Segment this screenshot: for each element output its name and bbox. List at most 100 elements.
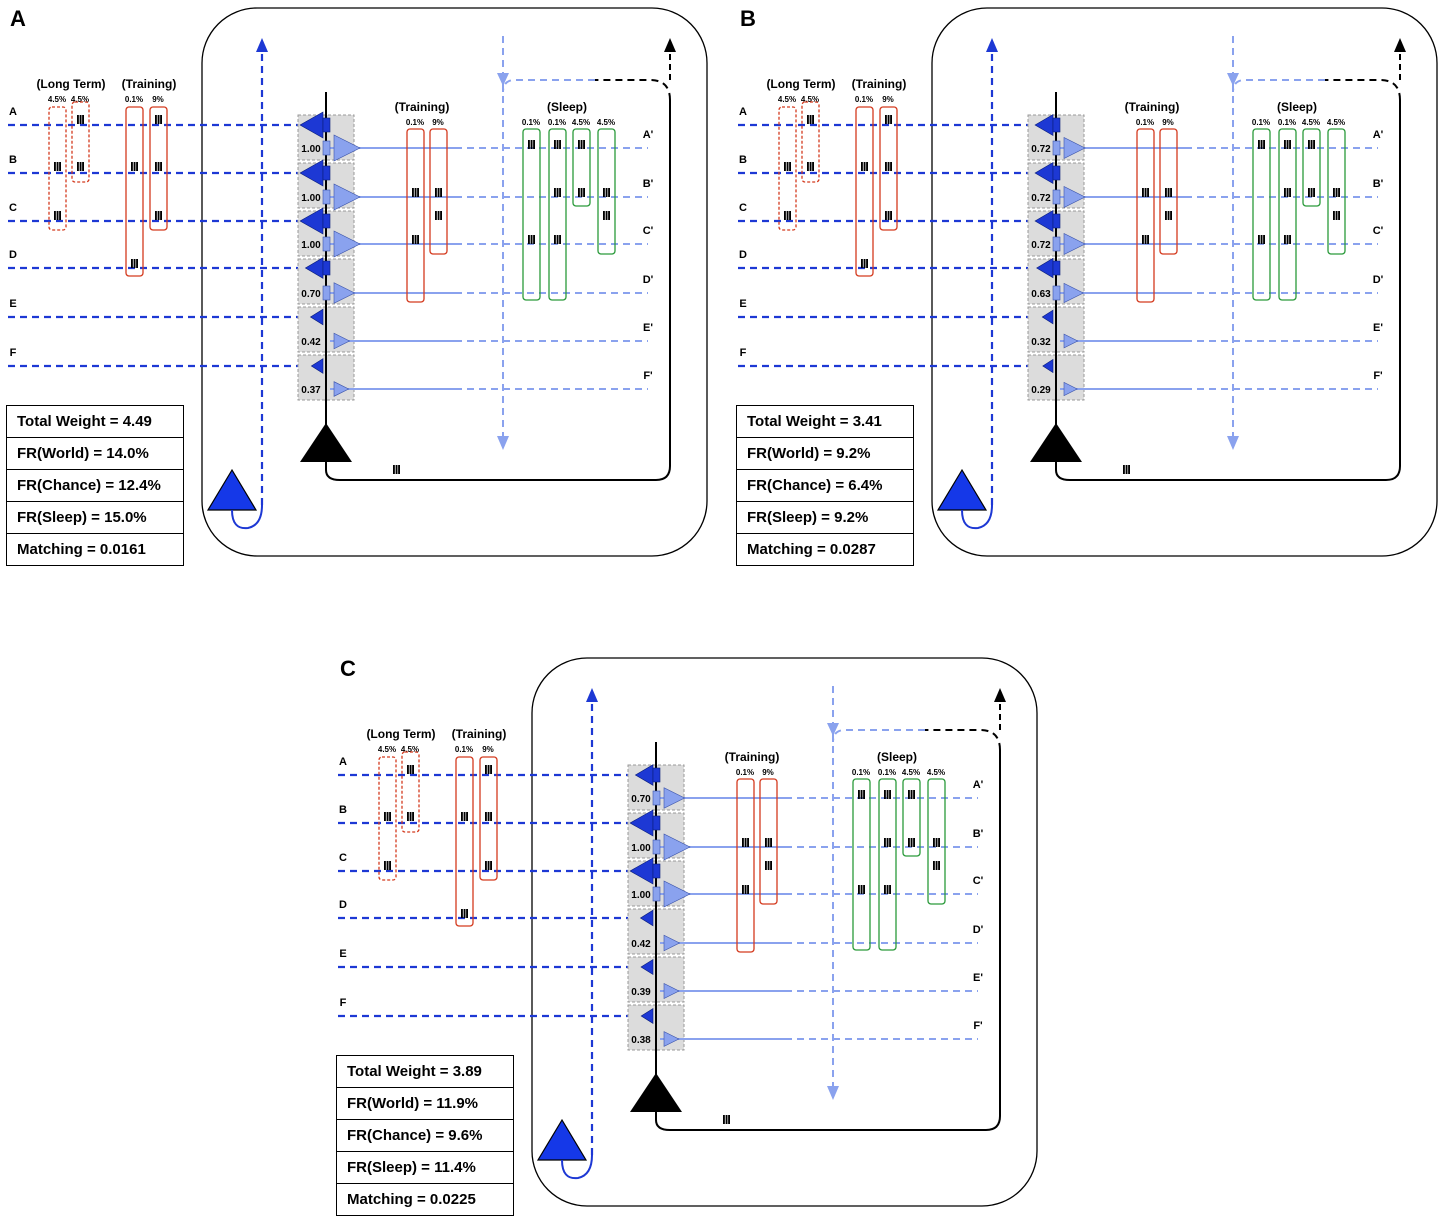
panel-letter: C [340,656,356,681]
input-label: C [339,852,347,864]
weight-label: 0.38 [631,1035,651,1046]
training-output-box [1159,128,1178,255]
percent-label: 9% [1162,118,1174,127]
weight-label: 0.72 [1031,240,1051,251]
sleep-box [572,128,591,207]
spike-marker: III [76,159,84,174]
synapse-bouton [1052,165,1061,181]
feedback-loop [561,1154,593,1180]
synapse-bouton [652,815,661,831]
arrow-down-icon [827,1086,839,1100]
output-synapse [333,183,361,211]
axon-feedback [925,729,1001,751]
label-training-output: (Training) [725,750,780,764]
percent-label: 0.1% [855,95,873,104]
spike-marker: III [806,112,814,127]
stat-row: FR(Chance) = 12.4% [7,469,183,501]
synapse-bouton [652,767,661,783]
spike-marker: III [907,835,915,850]
input-label: D [9,249,17,261]
percent-label: 0.1% [522,118,540,127]
sleep-pathway [832,729,925,743]
percent-label: 0.1% [736,768,754,777]
spike-marker: III [130,256,138,271]
stat-row: FR(Sleep) = 15.0% [7,501,183,533]
synapse-bouton [1052,117,1061,133]
stat-row: Total Weight = 4.49 [17,413,152,430]
weight-label: 0.72 [1031,144,1051,155]
percent-label: 4.5% [572,118,590,127]
synapse-bouton [322,285,331,301]
spike-marker: III [907,787,915,802]
output-synapse [663,934,681,952]
spike-marker: III [806,159,814,174]
training-input-box [149,106,168,231]
axon [1055,100,1401,481]
output-synapse [1063,333,1079,349]
spike-marker: III [1332,208,1340,223]
output-label: C' [1373,225,1384,237]
weight-label: 0.39 [631,987,651,998]
spike-marker: III [764,835,772,850]
spike-marker: III [553,185,561,200]
percent-label: 4.5% [927,768,945,777]
arrow-up-icon [986,38,998,52]
input-label: A [9,106,17,118]
stat-row: Matching = 0.0161 [7,533,183,565]
synapse-bouton [1052,260,1061,276]
input-label: E [739,298,746,310]
label-long-term: (Long Term) [766,77,835,91]
input-label: D [339,899,347,911]
panel-c: C(Long Term)(Training)(Training)(Sleep)4… [338,656,1038,1207]
synapse-bouton [1052,236,1061,252]
weight-label: 1.00 [301,240,321,251]
output-label: F' [643,370,653,382]
stat-row: FR(World) = 9.2% [737,437,913,469]
synapse-bouton [322,140,331,156]
training-input-box [479,756,498,881]
output-synapse [1063,186,1086,208]
spike-marker: III [932,858,940,873]
output-synapse [663,1031,680,1047]
percent-label: 0.1% [878,768,896,777]
stat-row: FR(Chance) = 9.6% [337,1119,513,1151]
input-synapse [1041,309,1054,325]
label-long-term: (Long Term) [366,727,435,741]
input-synapse [310,358,324,374]
input-label: B [9,154,17,166]
feedback-neuron [536,1118,588,1161]
input-label: F [10,347,17,359]
weight-label: 0.32 [1031,337,1051,348]
spike-marker: III [783,159,791,174]
label-training-input: (Training) [452,727,507,741]
feedback-neuron [206,468,258,511]
long-term-box [801,101,820,183]
weight-label: 0.72 [1031,193,1051,204]
arrow-down-icon [1227,436,1239,450]
spike-marker: III [932,835,940,850]
spike-marker: III [741,835,749,850]
training-input-box [455,756,474,927]
training-input-box [125,106,144,277]
weight-label: 1.00 [631,843,651,854]
output-label: A' [643,129,654,141]
spike-marker: III [460,906,468,921]
spike-marker: III [764,858,772,873]
stat-row: Matching = 0.0287 [737,533,913,565]
percent-label: 0.1% [1136,118,1154,127]
training-output-box [406,128,425,303]
sleep-box [1302,128,1321,207]
arrow-down-icon [497,436,509,450]
spike-marker: III [741,882,749,897]
input-label: C [739,202,747,214]
input-synapse [1042,358,1054,374]
panel-b: B(Long Term)(Training)(Training)(Sleep)4… [738,6,1438,557]
arrow-up-icon [664,38,676,52]
output-synapse [663,983,680,999]
output-label: D' [973,924,984,936]
output-synapse [1063,282,1085,304]
spike-marker: III [1257,232,1265,247]
